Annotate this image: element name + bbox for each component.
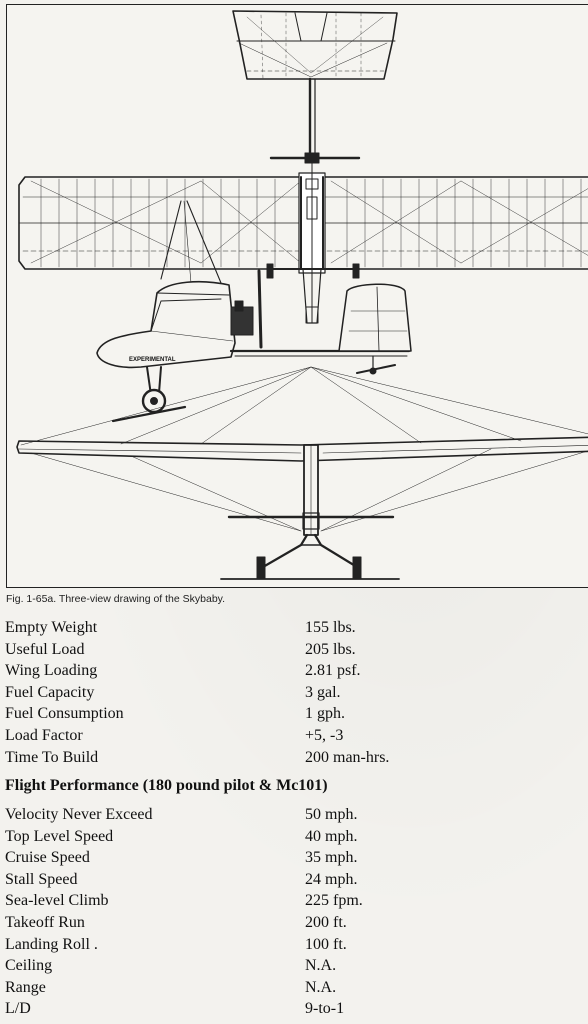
performance-row: Takeoff Run 200 ft. (5, 912, 425, 934)
spec-row: Wing Loading 2.81 psf. (5, 660, 425, 682)
performance-row: Range N.A. (5, 977, 425, 999)
performance-label: Top Level Speed (5, 827, 114, 845)
spec-row: Empty Weight 155 lbs. (5, 617, 425, 639)
performance-row: Velocity Never Exceed 50 mph. (5, 804, 425, 826)
spec-value: 205 lbs. (305, 640, 356, 658)
fuselage-marking: EXPERIMENTAL (129, 357, 176, 363)
performance-value: 225 fpm. (305, 892, 363, 910)
top-view-wing (18, 158, 588, 324)
flight-performance-heading: Flight Performance (180 pound pilot & Mc… (5, 777, 328, 794)
performance-row: Landing Roll . 100 ft. (5, 934, 425, 956)
spec-label: Wing Loading (5, 662, 98, 680)
performance-value: 9-to-1 (305, 1000, 345, 1018)
top-view-tail (232, 10, 398, 80)
spec-label: Useful Load (5, 640, 85, 658)
spec-label: Fuel Capacity (5, 683, 95, 701)
spec-label: Time To Build (5, 748, 99, 766)
spec-label: Load Factor (5, 726, 83, 744)
spec-row: Time To Build 200 man-hrs. (5, 747, 425, 769)
performance-value: 35 mph. (305, 849, 358, 867)
performance-row: Sea-level Climb 225 fpm. (5, 890, 425, 912)
performance-label: Landing Roll . (5, 935, 98, 953)
spec-label: Fuel Consumption (5, 705, 124, 723)
performance-row: L/D 9-to-1 (5, 998, 425, 1020)
spec-row: Load Factor +5, -3 (5, 725, 425, 747)
performance-row: Top Level Speed 40 mph. (5, 826, 425, 848)
top-view-gear (266, 263, 360, 324)
performance-row: Cruise Speed 35 mph. (5, 847, 425, 869)
spec-value: 3 gal. (305, 683, 341, 701)
performance-label: Ceiling (5, 957, 53, 975)
performance-row: Stall Speed 24 mph. (5, 869, 425, 891)
performance-value: 40 mph. (305, 827, 358, 845)
performance-label: Range (5, 978, 46, 996)
performance-value: 24 mph. (305, 870, 358, 888)
performance-label: Velocity Never Exceed (5, 806, 153, 823)
performance-value: N.A. (305, 978, 337, 996)
performance-label: Stall Speed (5, 870, 78, 888)
spec-row: Fuel Capacity 3 gal. (5, 682, 425, 704)
spec-value: 155 lbs. (305, 619, 356, 636)
performance-label: Sea-level Climb (5, 892, 109, 910)
performance-value: N.A. (305, 957, 337, 975)
performance-label: L/D (5, 1000, 31, 1018)
performance-label: Takeoff Run (5, 913, 85, 931)
spec-value: 2.81 psf. (305, 662, 361, 680)
performance-value: 50 mph. (305, 806, 358, 823)
spec-value: 1 gph. (305, 705, 345, 723)
spec-value: +5, -3 (305, 726, 344, 744)
performance-label: Cruise Speed (5, 849, 90, 867)
spec-label: Empty Weight (5, 619, 98, 636)
specifications-table: Empty Weight 155 lbs. Useful Load 205 lb… (5, 617, 425, 768)
three-view-figure: EXPERIMENTAL (6, 4, 588, 588)
spec-value: 200 man-hrs. (305, 748, 390, 766)
performance-value: 100 ft. (305, 935, 347, 953)
spec-row: Fuel Consumption 1 gph. (5, 703, 425, 725)
flight-performance-table: Velocity Never Exceed 50 mph. Top Level … (5, 804, 425, 1020)
figure-caption: Fig. 1-65a. Three-view drawing of the Sk… (6, 593, 226, 605)
side-view (96, 200, 412, 423)
skybaby-three-view-drawing: EXPERIMENTAL (16, 10, 588, 580)
performance-value: 200 ft. (305, 913, 347, 931)
front-view (16, 366, 588, 580)
spec-row: Useful Load 205 lbs. (5, 639, 425, 661)
top-view-tail-boom (269, 77, 361, 164)
performance-row: Ceiling N.A. (5, 955, 425, 977)
